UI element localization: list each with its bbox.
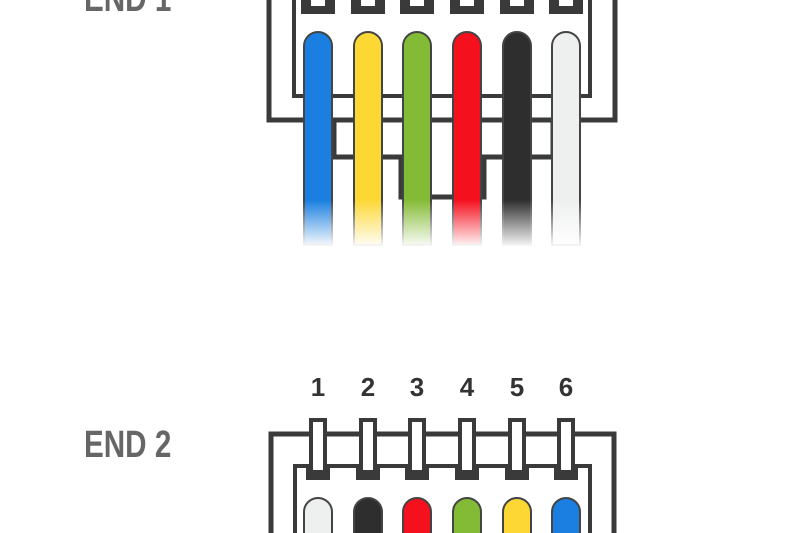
end-1-wire-red (452, 31, 482, 246)
end-2-inner-shell (293, 464, 592, 533)
end-1-contact (351, 0, 385, 14)
end-2-outer-shell (268, 431, 617, 533)
pin-number: 4 (459, 372, 475, 402)
end-2-wire-blue (551, 497, 581, 533)
end-2-wire-yellow (502, 497, 532, 533)
end-2-label: END 2 (84, 424, 172, 466)
end-1-label: END 1 (84, 0, 171, 21)
pin-number: 2 (360, 372, 376, 402)
end-1-outer-shell (266, 0, 618, 123)
end-1-contact-slot (311, 0, 325, 6)
end-1-contact-slot (559, 0, 573, 6)
end-1-contact-slot (460, 0, 474, 6)
end-1-contact (400, 0, 434, 14)
end-2-wire-green (452, 497, 482, 533)
end-1-contact-slot (361, 0, 375, 6)
end-1-contact (301, 0, 335, 14)
end-2-wire-red (402, 497, 432, 533)
end-1-contact-slot (510, 0, 524, 6)
end-1-connector (266, 0, 618, 248)
end-1-contact (500, 0, 534, 14)
end-1-contact (549, 0, 583, 14)
end-2-contact (408, 418, 426, 474)
pin-number: 1 (310, 372, 326, 402)
end-1-inner-shell (292, 0, 592, 98)
pin-number: 3 (409, 372, 425, 402)
pin-number: 6 (558, 372, 574, 402)
end-2-contact (359, 418, 377, 474)
end-1-wire-yellow (353, 31, 383, 246)
end-1-wire-blue (303, 31, 333, 246)
end-1-wire-black (502, 31, 532, 246)
end-2-connector (268, 418, 617, 533)
end-2-contact (458, 418, 476, 474)
end-2-wire-black (353, 497, 383, 533)
end-2-contact (508, 418, 526, 474)
end-2-wire-white (303, 497, 333, 533)
end-1-wire-white (551, 31, 581, 246)
end-1-wire-green (402, 31, 432, 246)
end-1-latch (331, 120, 556, 200)
end-1-wire-fade (290, 200, 590, 248)
end-1-contact-slot (410, 0, 424, 6)
end-2-contact (309, 418, 327, 474)
pin-number: 5 (509, 372, 525, 402)
end-2-contact (557, 418, 575, 474)
end-1-contact (450, 0, 484, 14)
